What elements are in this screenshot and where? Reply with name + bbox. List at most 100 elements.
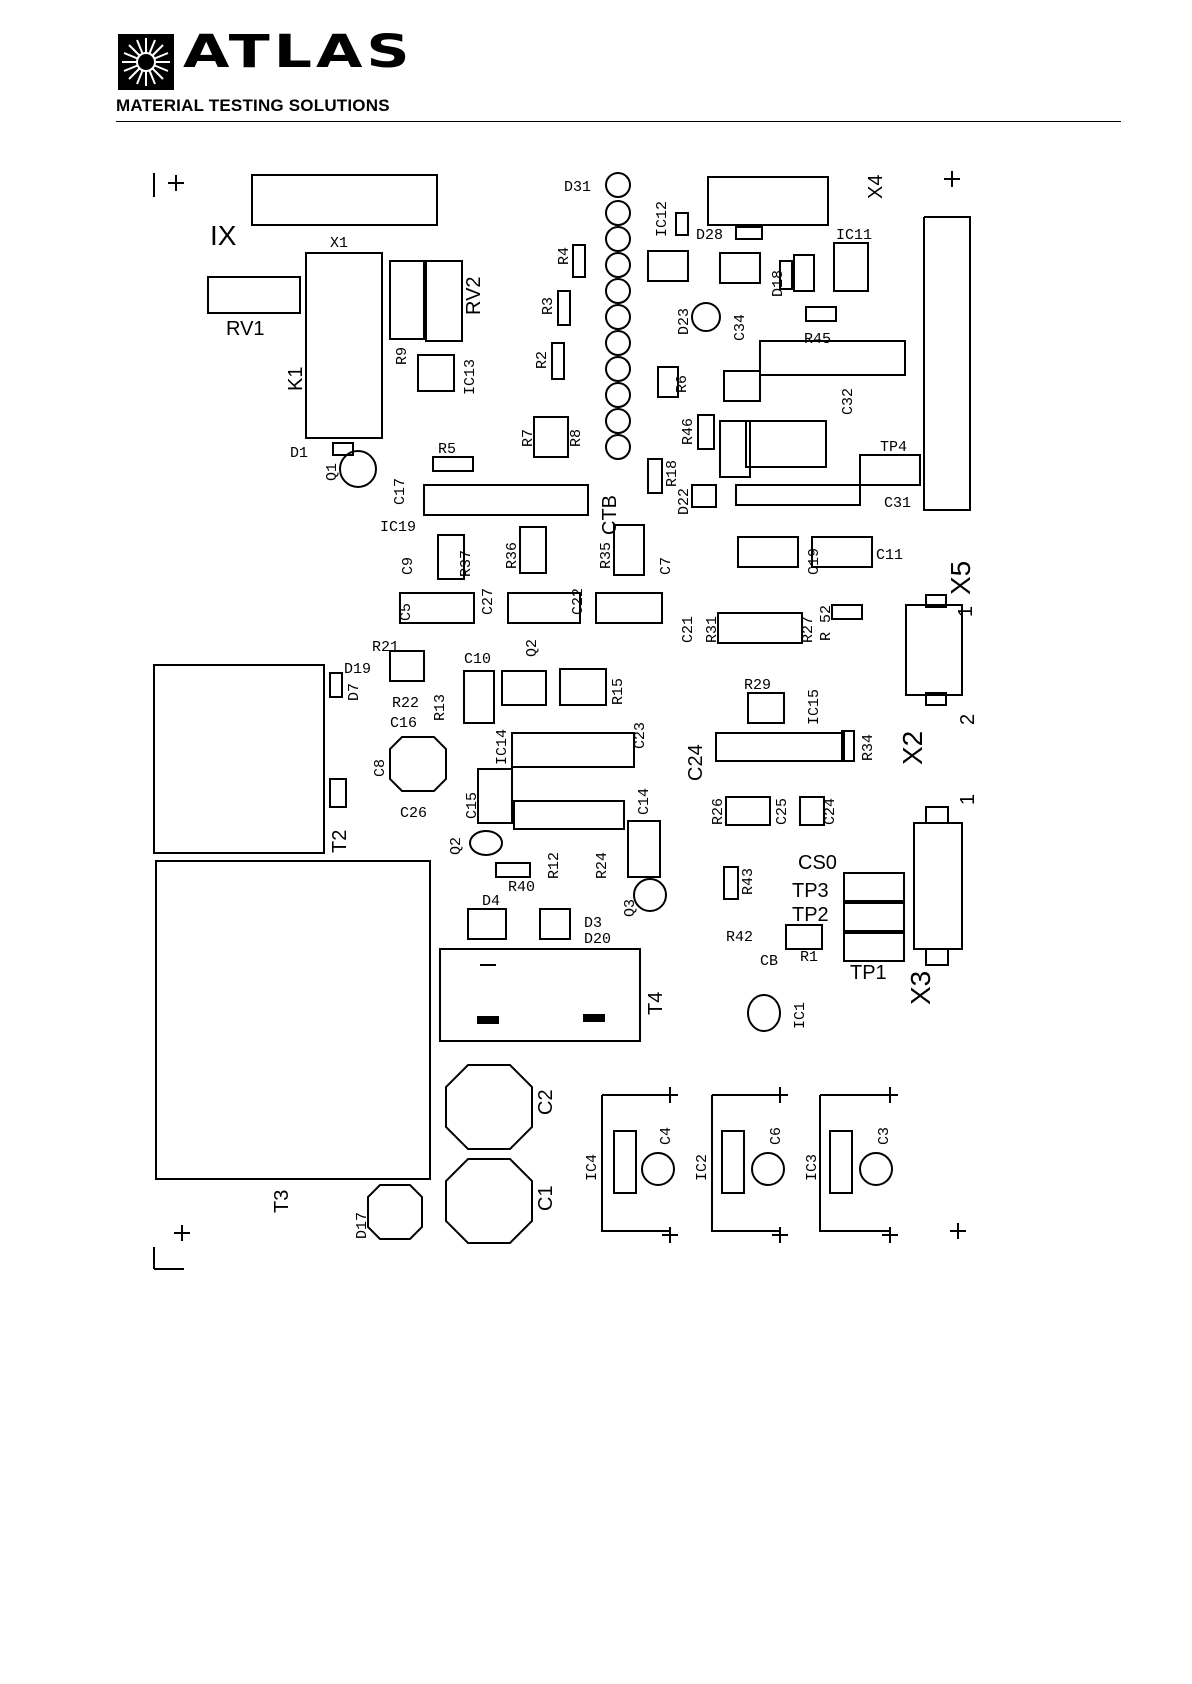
label-c11: C11 bbox=[876, 547, 903, 564]
label-r4: R4 bbox=[556, 247, 573, 265]
label-r13: R13 bbox=[432, 694, 449, 721]
label-r18: R18 bbox=[664, 460, 681, 487]
label-tp3: TP3 bbox=[792, 880, 829, 902]
label-r29: R29 bbox=[744, 677, 771, 694]
label-r24: R24 bbox=[594, 852, 611, 879]
label-c14: C14 bbox=[636, 788, 653, 815]
label-t3: T3 bbox=[271, 1190, 293, 1213]
label-d23: D23 bbox=[676, 308, 693, 335]
label-k1: K1 bbox=[285, 367, 307, 391]
label-r27: R27 bbox=[800, 616, 817, 643]
label-ic12: IC12 bbox=[654, 201, 671, 237]
label-ctb: CTB bbox=[599, 495, 621, 535]
label-r52: R 52 bbox=[818, 605, 835, 641]
label-d18: D18 bbox=[770, 270, 787, 297]
label-c34: C34 bbox=[732, 314, 749, 341]
label-d19: D19 bbox=[344, 661, 371, 678]
label-t2: T2 bbox=[329, 830, 351, 853]
label-r3: R3 bbox=[540, 297, 557, 315]
label-rv1: RV1 bbox=[226, 318, 265, 340]
label-q3: Q3 bbox=[622, 899, 639, 917]
label-d1: D1 bbox=[290, 445, 308, 462]
label-r21: R21 bbox=[372, 639, 399, 656]
label-r1: R1 bbox=[800, 949, 818, 966]
label-c7: C7 bbox=[658, 557, 675, 575]
label-c24b: C24 bbox=[822, 798, 839, 825]
label-r43: R43 bbox=[740, 868, 757, 895]
label-ic2: IC2 bbox=[694, 1154, 711, 1181]
label-c1: C1 bbox=[535, 1185, 557, 1211]
label-d22: D22 bbox=[676, 488, 693, 515]
label-c21: C21 bbox=[680, 616, 697, 643]
label-d28: D28 bbox=[696, 227, 723, 244]
sunburst-square-icon bbox=[118, 34, 174, 90]
label-c9: C9 bbox=[400, 557, 417, 575]
label-c15: C15 bbox=[464, 792, 481, 819]
label-r35: R35 bbox=[598, 542, 615, 569]
label-c6: C6 bbox=[768, 1127, 785, 1145]
label-r12: R12 bbox=[546, 852, 563, 879]
label-r26: R26 bbox=[710, 798, 727, 825]
label-ic15: IC15 bbox=[806, 689, 823, 725]
label-d7: D7 bbox=[346, 683, 363, 701]
label-r8: R8 bbox=[568, 429, 585, 447]
label-c10: C10 bbox=[464, 651, 491, 668]
label-c5: C5 bbox=[398, 603, 415, 621]
label-d4: D4 bbox=[482, 893, 500, 910]
label-x2: X2 bbox=[897, 731, 928, 765]
label-r22: R22 bbox=[392, 695, 419, 712]
label-r9: R9 bbox=[394, 347, 411, 365]
label-ic13: IC13 bbox=[462, 359, 479, 395]
label-c24: C24 bbox=[685, 744, 707, 781]
label-x5: X5 bbox=[945, 561, 976, 595]
label-c17: C17 bbox=[392, 478, 409, 505]
label-c16: C16 bbox=[390, 715, 417, 732]
label-ic3: IC3 bbox=[804, 1154, 821, 1181]
label-ic4: IC4 bbox=[584, 1154, 601, 1181]
label-tp4: TP4 bbox=[880, 439, 907, 456]
label-x3-pin1: 1 bbox=[957, 794, 979, 805]
label-r45: R45 bbox=[804, 331, 831, 348]
label-r37: R37 bbox=[458, 550, 475, 577]
label-c26: C26 bbox=[400, 805, 427, 822]
label-r15: R15 bbox=[610, 678, 627, 705]
label-ic19: IC19 bbox=[380, 519, 416, 536]
label-r5: R5 bbox=[438, 441, 456, 458]
pcb-component-layout: X1 IX RV1 RV2 K1 R9 IC13 D1 Q1 R5 C17 IC… bbox=[153, 171, 979, 1270]
label-x2-pin2: 2 bbox=[957, 714, 979, 725]
label-r6: R6 bbox=[674, 375, 691, 393]
label-ic14: IC14 bbox=[494, 729, 511, 765]
label-q1: Q1 bbox=[324, 463, 341, 481]
label-r7: R7 bbox=[520, 429, 537, 447]
label-r42: R42 bbox=[726, 929, 753, 946]
label-c25: C25 bbox=[774, 798, 791, 825]
label-c4: C4 bbox=[658, 1127, 675, 1145]
label-r40: R40 bbox=[508, 879, 535, 896]
label-tp1: TP1 bbox=[850, 962, 887, 984]
label-r34: R34 bbox=[860, 734, 877, 761]
label-d20: D20 bbox=[584, 931, 611, 948]
label-d31: D31 bbox=[564, 179, 591, 196]
label-q2: Q2 bbox=[448, 837, 465, 855]
document-header: ATLAS MATERIAL TESTING SOLUTIONS bbox=[0, 0, 1192, 130]
label-q2-main: Q2 bbox=[524, 639, 541, 657]
label-ic11: IC11 bbox=[836, 227, 872, 244]
label-c8: C8 bbox=[372, 759, 389, 777]
label-r36: R36 bbox=[504, 542, 521, 569]
label-c23: C23 bbox=[632, 722, 649, 749]
label-ic1: IC1 bbox=[792, 1002, 809, 1029]
label-r31: R31 bbox=[704, 616, 721, 643]
label-tp2: TP2 bbox=[792, 904, 829, 926]
brand-tagline: MATERIAL TESTING SOLUTIONS bbox=[116, 96, 390, 115]
label-x3: X3 bbox=[905, 971, 936, 1005]
label-r46: R46 bbox=[680, 418, 697, 445]
label-c3: C3 bbox=[876, 1127, 893, 1145]
label-cb: CB bbox=[760, 953, 778, 970]
label-c2: C2 bbox=[535, 1089, 557, 1115]
label-c32: C32 bbox=[840, 388, 857, 415]
label-d17: D17 bbox=[354, 1212, 371, 1239]
brand-wordmark: ATLAS bbox=[183, 25, 414, 79]
label-cs0: CS0 bbox=[798, 852, 837, 874]
label-c22: C22 bbox=[570, 588, 587, 615]
label-ix: IX bbox=[210, 220, 237, 251]
